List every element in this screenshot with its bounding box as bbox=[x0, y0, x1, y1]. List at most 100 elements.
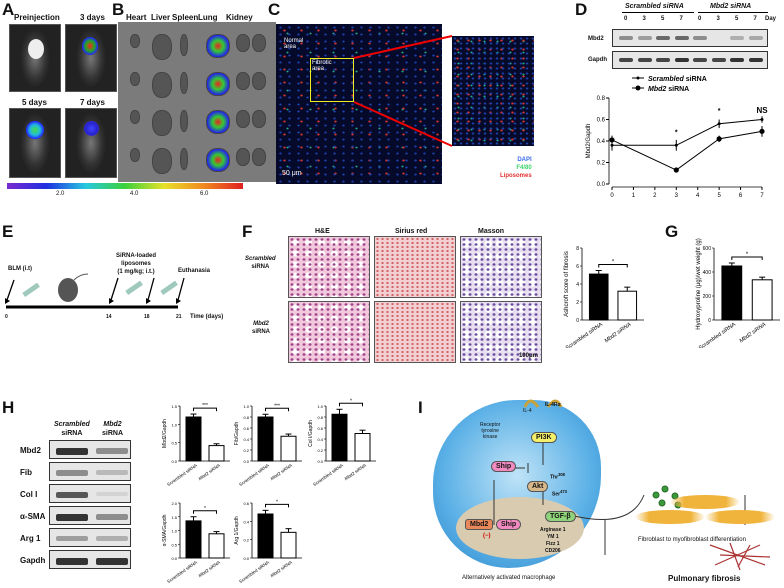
column-sirius-red: Sirius red bbox=[395, 228, 428, 235]
bar-scrambled bbox=[331, 413, 348, 462]
y-tick-label: 0.2 bbox=[597, 161, 606, 167]
organ-image bbox=[152, 34, 172, 60]
pulmonary-fibrosis-label: Pulmonary fibrosis bbox=[668, 574, 741, 583]
zoom-lines bbox=[353, 35, 453, 147]
colorbar-tick: 6.0 bbox=[200, 191, 209, 197]
y-tick-label: 0.0 bbox=[597, 182, 606, 188]
group-mbd2-header: Mbd2 siRNA bbox=[710, 3, 752, 10]
y-axis-label: Ashcroft score of fibrosis bbox=[564, 251, 570, 317]
blot-band bbox=[619, 36, 633, 40]
organ-image bbox=[152, 72, 172, 98]
y-tick-label: 1.5 bbox=[171, 515, 177, 520]
time-tick: 0 bbox=[5, 314, 8, 320]
y-tick-label: 1.0 bbox=[171, 422, 177, 427]
macrophage-label: Alternatively activated macrophage bbox=[462, 575, 556, 581]
significance-label: * bbox=[612, 260, 615, 266]
western-blot-mbd2 bbox=[49, 440, 131, 459]
y-axis-label: Hydroxyproline (μg)/wet weight (g) bbox=[696, 238, 702, 330]
y-tick-label: 4 bbox=[576, 282, 579, 288]
organ-image bbox=[130, 110, 140, 124]
western-blot-sma bbox=[49, 506, 131, 525]
series-line-0 bbox=[612, 119, 763, 146]
fibrotic-area-label: Fibrotic area bbox=[312, 60, 332, 72]
bar-mbd2 bbox=[280, 435, 297, 462]
x-tick-label: 7 bbox=[760, 193, 764, 199]
histology-he-scrambled bbox=[288, 236, 370, 298]
significance-bracket bbox=[193, 510, 217, 514]
il4-label: IL-4Rα bbox=[545, 402, 561, 408]
bar-scrambled bbox=[721, 265, 743, 321]
ship-node: Ship bbox=[491, 461, 517, 472]
y-tick-label: 2.0 bbox=[171, 501, 177, 506]
significance-label: NS bbox=[756, 106, 768, 115]
y-axis-label: Col I/Gapdh bbox=[308, 420, 314, 447]
panel-label-a: A bbox=[2, 0, 15, 19]
blot-band bbox=[711, 58, 726, 62]
series-line-1 bbox=[611, 130, 763, 171]
blot-band bbox=[656, 58, 670, 62]
legend-f480: F4/80 bbox=[516, 165, 532, 171]
blot-row-label: Arg 1 bbox=[20, 534, 41, 543]
x-tick-label: Scrambled siRNA bbox=[698, 322, 737, 348]
significance-bracket bbox=[265, 503, 289, 508]
organ-kidney: Kidney bbox=[226, 13, 253, 22]
panel-label-d: D bbox=[575, 0, 588, 19]
histology-masson-scrambled bbox=[460, 236, 542, 298]
x-tick-label: 2 bbox=[653, 193, 657, 199]
y-tick-label: 0.6 bbox=[597, 118, 606, 124]
organ-image bbox=[206, 34, 230, 58]
panel-label-h: H bbox=[2, 398, 15, 417]
organ-image bbox=[252, 148, 266, 166]
blot-label-gapdh: Gapdh bbox=[588, 57, 607, 63]
organ-image bbox=[130, 34, 140, 48]
fibroblast bbox=[705, 510, 775, 524]
blot-band bbox=[56, 470, 88, 476]
blot-band bbox=[730, 36, 744, 40]
ser-label: Ser bbox=[552, 491, 561, 498]
blot-band bbox=[748, 36, 763, 40]
panel-label-e: E bbox=[2, 222, 14, 241]
blot-band bbox=[96, 536, 128, 541]
blot-band bbox=[56, 558, 88, 565]
histology-sirius-mbd2 bbox=[374, 301, 456, 363]
y-tick-label: 600 bbox=[703, 246, 712, 252]
column-masson: Masson bbox=[478, 228, 505, 235]
x-tick-label: 4 bbox=[696, 193, 700, 199]
histology-sirius-scrambled bbox=[374, 236, 456, 298]
time-tick: 21 bbox=[176, 314, 182, 320]
mouse-image-3-days bbox=[65, 24, 117, 92]
organ-image bbox=[236, 148, 250, 166]
data-point bbox=[760, 118, 764, 121]
bar-scrambled bbox=[185, 520, 202, 559]
y-tick-label: 0.0 bbox=[171, 556, 177, 561]
legend-dapi: DAPI bbox=[517, 157, 532, 163]
color-scale-bar bbox=[7, 183, 243, 189]
y-tick-label: 0.5 bbox=[171, 441, 177, 446]
organ-image bbox=[252, 110, 266, 128]
day-tick: 5 bbox=[661, 16, 665, 22]
day-tick: 0 bbox=[624, 16, 628, 22]
organ-spleen: Spleen bbox=[172, 13, 199, 22]
time-tick: 18 bbox=[144, 314, 150, 320]
significance-bracket bbox=[598, 264, 628, 268]
y-tick-label: 0.5 bbox=[171, 542, 177, 547]
blot-band bbox=[693, 36, 707, 40]
x-tick-label: 6 bbox=[739, 193, 743, 199]
y-tick-label: 400 bbox=[703, 270, 712, 276]
bar-scrambled bbox=[257, 416, 274, 462]
group-scrambled-header: Scrambled siRNA bbox=[625, 3, 684, 10]
fibroblast-label: Fibroblast to myofibroblast differentiat… bbox=[638, 537, 746, 543]
x-tick-label: 5 bbox=[717, 193, 721, 199]
colorbar-tick: 4.0 bbox=[130, 191, 139, 197]
organ-image bbox=[252, 34, 266, 52]
akt-node: Akt bbox=[527, 481, 549, 492]
y-tick-label: 6 bbox=[576, 264, 579, 270]
data-point bbox=[759, 128, 765, 134]
x-tick-label: Mbd2 siRNA bbox=[198, 463, 222, 482]
